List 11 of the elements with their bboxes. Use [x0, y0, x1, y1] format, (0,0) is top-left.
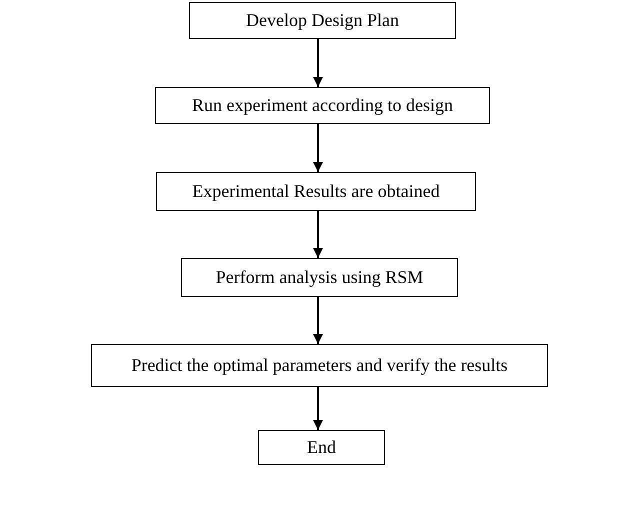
- process-box: End: [258, 430, 385, 465]
- process-box: Develop Design Plan: [189, 2, 456, 39]
- process-box: Predict the optimal parameters and verify the results: [91, 344, 548, 387]
- arrow: [313, 297, 323, 344]
- process-box: Perform analysis using RSM: [181, 258, 458, 297]
- arrow: [313, 39, 323, 87]
- arrow: [313, 124, 323, 172]
- process-box: Run experiment according to design: [155, 87, 490, 124]
- arrow: [313, 211, 323, 258]
- process-box: Experimental Results are obtained: [156, 172, 476, 211]
- arrow: [313, 387, 323, 430]
